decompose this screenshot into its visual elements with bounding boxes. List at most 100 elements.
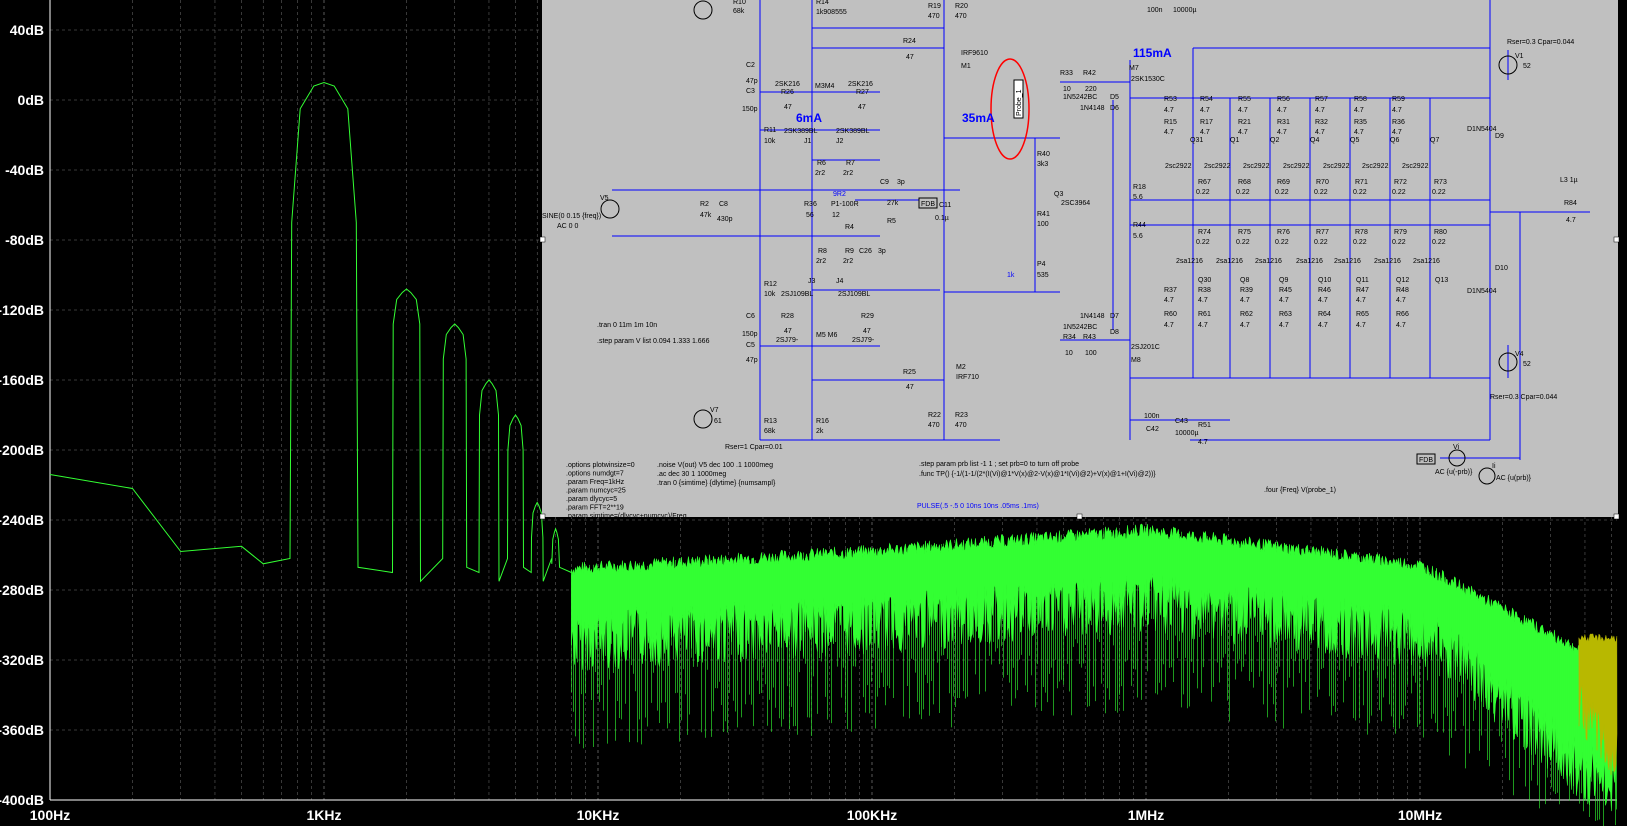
component-label[interactable]: 2sa1216 [1413, 258, 1440, 265]
component-label[interactable]: D6 [1110, 105, 1119, 112]
component-label[interactable]: R15 [1164, 119, 1177, 126]
component-label[interactable]: R73 [1434, 179, 1447, 186]
component-label[interactable]: 2SK216 [848, 81, 873, 88]
component-label[interactable]: 47p [746, 357, 758, 364]
component-label[interactable]: Q5 [1350, 137, 1359, 144]
component-label[interactable]: D1N5404 [1467, 288, 1497, 295]
component-label[interactable]: 4.7 [1164, 107, 1174, 114]
component-label[interactable]: 4.7 [1279, 297, 1289, 304]
component-label[interactable]: 5.6 [1133, 194, 1143, 201]
component-label[interactable]: 4.7 [1164, 322, 1174, 329]
component-label[interactable]: Q1 [1230, 137, 1239, 144]
component-label[interactable]: R40 [1037, 151, 1050, 158]
component-label[interactable]: R26 [781, 89, 794, 96]
component-label[interactable]: 1k908555 [816, 9, 847, 16]
component-label[interactable]: 2sc2922 [1165, 163, 1192, 170]
component-label[interactable]: 47 [906, 384, 914, 391]
component-label[interactable]: D5 [1110, 94, 1119, 101]
component-label[interactable]: 4.7 [1354, 129, 1364, 136]
resize-handle[interactable] [1613, 513, 1620, 520]
component-label[interactable]: R33 [1060, 70, 1073, 77]
component-label[interactable]: 100 [1037, 221, 1049, 228]
component-label[interactable]: 4.7 [1396, 297, 1406, 304]
component-label[interactable]: 2SK389BL [784, 128, 818, 135]
component-label[interactable]: 470 [955, 422, 967, 429]
component-label[interactable]: 4.7 [1356, 322, 1366, 329]
component-label[interactable]: 4.7 [1315, 129, 1325, 136]
component-label[interactable]: R39 [1240, 287, 1253, 294]
component-label[interactable]: R36 [1392, 119, 1405, 126]
component-label[interactable]: R9 [845, 248, 854, 255]
component-label[interactable]: R31 [1277, 119, 1290, 126]
component-label[interactable]: 2sa1216 [1216, 258, 1243, 265]
component-label[interactable]: D9 [1495, 133, 1504, 140]
resize-handle[interactable] [539, 513, 546, 520]
component-label[interactable]: 10k [764, 291, 776, 298]
component-label[interactable]: R54 [1200, 96, 1213, 103]
component-label[interactable]: R79 [1394, 229, 1407, 236]
component-label[interactable]: 4.7 [1566, 217, 1576, 224]
component-label[interactable]: 12 [832, 212, 840, 219]
component-label[interactable]: Q6 [1390, 137, 1399, 144]
component-label[interactable]: 10 [1065, 350, 1073, 357]
component-label[interactable]: 10k [764, 138, 776, 145]
component-label[interactable]: 2sc2922 [1243, 163, 1270, 170]
component-label[interactable]: 2r2 [816, 258, 826, 265]
component-label[interactable]: 4.7 [1396, 322, 1406, 329]
component-label[interactable]: R20 [955, 3, 968, 10]
component-label[interactable]: 4.7 [1318, 297, 1328, 304]
component-label[interactable]: R56 [1277, 96, 1290, 103]
voltage-source-vi-icon[interactable] [1448, 449, 1466, 467]
component-label[interactable]: Q31 [1190, 137, 1203, 144]
component-label[interactable]: R78 [1355, 229, 1368, 236]
voltage-source-icon[interactable] [693, 0, 713, 20]
component-label[interactable]: 4.7 [1198, 297, 1208, 304]
component-label[interactable]: 2sa1216 [1374, 258, 1401, 265]
component-label[interactable]: 4.7 [1238, 129, 1248, 136]
component-label[interactable]: 68k [764, 428, 776, 435]
component-label[interactable]: R74 [1198, 229, 1211, 236]
component-label[interactable]: 470 [928, 422, 940, 429]
component-label[interactable]: 47 [784, 328, 792, 335]
component-label[interactable]: Q3 [1054, 191, 1063, 198]
component-label[interactable]: M5 M6 [816, 332, 838, 339]
component-label[interactable]: 0.22 [1314, 239, 1328, 246]
component-label[interactable]: R4 [845, 224, 854, 231]
component-label[interactable]: Q12 [1396, 277, 1409, 284]
component-label[interactable]: 2SJ109BL [838, 291, 870, 298]
component-label[interactable]: R66 [1396, 311, 1409, 318]
voltage-source-v7-icon[interactable] [693, 409, 713, 429]
component-label[interactable]: 100n [1147, 7, 1163, 14]
component-label[interactable]: 470 [928, 13, 940, 20]
voltage-source-v1-icon[interactable] [1498, 55, 1518, 75]
component-label[interactable]: C9 [880, 179, 889, 186]
component-label[interactable]: 2sc2922 [1204, 163, 1231, 170]
component-label[interactable]: 0.22 [1275, 189, 1289, 196]
component-label[interactable]: 2r2 [843, 258, 853, 265]
component-label[interactable]: 5.6 [1133, 233, 1143, 240]
component-label[interactable]: 0.1µ [935, 215, 949, 222]
component-label[interactable]: 2sa1216 [1296, 258, 1323, 265]
component-label[interactable]: D10 [1495, 265, 1508, 272]
component-label[interactable]: 2sa1216 [1176, 258, 1203, 265]
component-label[interactable]: 10000µ [1175, 430, 1199, 437]
component-label[interactable]: 1N5242BC [1063, 324, 1097, 331]
component-label[interactable]: Q8 [1240, 277, 1249, 284]
fdb-net-flag[interactable] [918, 197, 938, 209]
component-label[interactable]: 4.7 [1354, 107, 1364, 114]
component-label[interactable]: R24 [903, 38, 916, 45]
component-label[interactable]: 3p [897, 179, 905, 186]
component-label[interactable]: R72 [1394, 179, 1407, 186]
component-label[interactable]: C43 [1175, 418, 1188, 425]
component-label[interactable]: IRF710 [956, 374, 979, 381]
resize-handle[interactable] [539, 236, 546, 243]
component-label[interactable]: 0.22 [1196, 189, 1210, 196]
voltage-source-v5-icon[interactable] [600, 199, 620, 219]
component-label[interactable]: C3 [746, 88, 755, 95]
component-label[interactable]: M1 [961, 63, 971, 70]
component-label[interactable]: 10000µ [1173, 7, 1197, 14]
component-label[interactable]: M2 [956, 364, 966, 371]
component-label[interactable]: 2k [816, 428, 824, 435]
component-label[interactable]: R11 [764, 127, 776, 134]
component-label[interactable]: 4.7 [1240, 297, 1250, 304]
